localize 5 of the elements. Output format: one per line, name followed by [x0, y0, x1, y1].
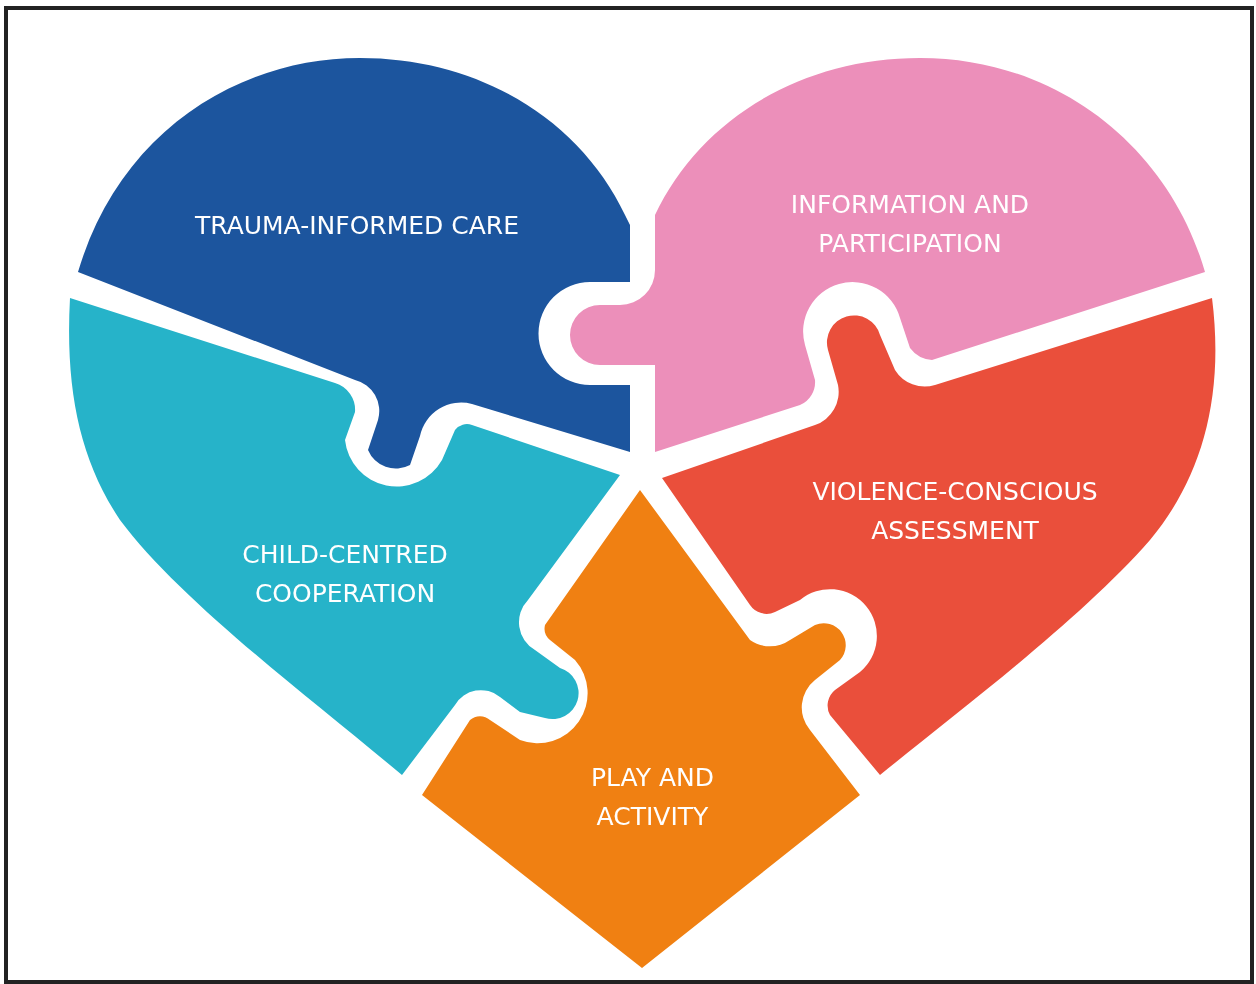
- piece-label: VIOLENCE-CONSCIOUS ASSESSMENT: [811, 476, 1099, 547]
- piece-label: CHILD-CENTRED COOPERATION: [241, 539, 449, 610]
- piece-label: PLAY AND ACTIVITY: [590, 762, 715, 833]
- piece-label: TRAUMA-INFORMED CARE: [194, 210, 520, 242]
- piece-label: INFORMATION AND PARTICIPATION: [789, 189, 1031, 260]
